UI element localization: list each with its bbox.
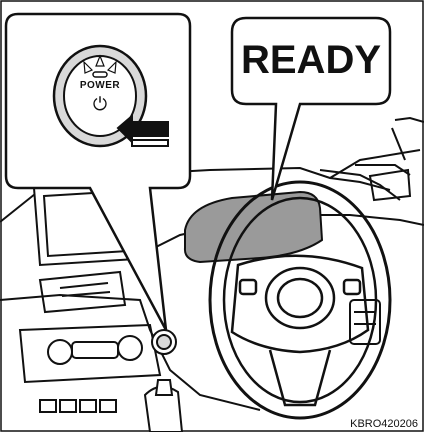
ready-indicator-text: READY xyxy=(232,24,390,96)
instrument-display xyxy=(185,192,322,262)
shift-lever xyxy=(145,380,182,432)
figure-code: KBRO420206 xyxy=(350,418,418,430)
lower-switches xyxy=(40,400,116,412)
power-button-label: POWER xyxy=(78,80,122,91)
climate-panel xyxy=(20,325,160,382)
power-symbol-icon: ⏻ xyxy=(88,94,112,115)
power-button-on-dash xyxy=(152,330,176,354)
